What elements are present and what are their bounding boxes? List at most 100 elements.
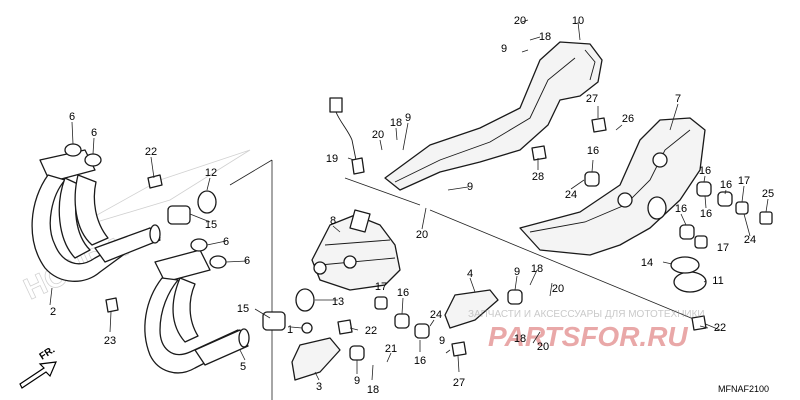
callout-number: 20 bbox=[552, 283, 564, 295]
rubber-16-b bbox=[696, 181, 712, 197]
callout-number: 9 bbox=[405, 112, 411, 124]
rubber-16-a bbox=[584, 171, 600, 187]
callout-number: 16 bbox=[397, 287, 409, 299]
callout-number: 6 bbox=[69, 111, 75, 123]
assembly-leader-line bbox=[429, 209, 721, 331]
band-11 bbox=[673, 271, 707, 293]
callout-number: 16 bbox=[700, 208, 712, 220]
callout-number: 7 bbox=[675, 93, 681, 105]
assembly-outline bbox=[229, 159, 421, 400]
callout-number: 18 bbox=[539, 31, 551, 43]
rubber-16-d bbox=[717, 191, 733, 207]
callout-number: 20 bbox=[514, 15, 526, 27]
collar-15-upper bbox=[167, 205, 191, 225]
callout-number: 24 bbox=[430, 309, 442, 321]
callout-number: 22 bbox=[714, 322, 726, 334]
watermark-logo: PARTSFOR.RU bbox=[488, 321, 688, 352]
band-14 bbox=[670, 256, 700, 274]
watermark: ЗАПЧАСТИ И АКСЕССУАРЫ ДЛЯ МОТОТЕХНИКИ PA… bbox=[468, 309, 705, 352]
callout-number: 17 bbox=[738, 175, 750, 187]
bolt-22-top bbox=[147, 174, 163, 189]
exhaust-pipe-5 bbox=[144, 249, 250, 374]
gasket-6-d bbox=[209, 255, 227, 269]
bolt-27-top bbox=[591, 117, 607, 133]
callout-number: 17 bbox=[717, 242, 729, 254]
clamp-13 bbox=[295, 288, 315, 312]
callout-number: 4 bbox=[467, 268, 473, 280]
callout-number: 26 bbox=[622, 113, 634, 125]
callout-number: 27 bbox=[453, 377, 465, 389]
callout-number: 19 bbox=[326, 153, 338, 165]
front-direction-label: FR. bbox=[38, 344, 58, 362]
callout-number: 27 bbox=[586, 93, 598, 105]
callout-number: 24 bbox=[565, 189, 577, 201]
callout-number: 25 bbox=[762, 188, 774, 200]
callout-number: 16 bbox=[675, 203, 687, 215]
exhaust-pipe-2 bbox=[31, 149, 161, 282]
gasket-6-c bbox=[190, 238, 208, 252]
callout-number: 16 bbox=[414, 355, 426, 367]
front-direction-arrow-icon: FR. bbox=[19, 344, 58, 389]
callout-number: 22 bbox=[365, 325, 377, 337]
callout-number: 15 bbox=[237, 303, 249, 315]
callout-number: 18 bbox=[367, 384, 379, 396]
bolt-22-mid bbox=[337, 319, 353, 335]
callout-number: 22 bbox=[145, 146, 157, 158]
washer-1 bbox=[301, 322, 313, 334]
callout-number: 9 bbox=[501, 43, 507, 55]
callout-number: 9 bbox=[439, 335, 445, 347]
callout-number: 20 bbox=[416, 229, 428, 241]
callout-number: 13 bbox=[332, 296, 344, 308]
bracket-3 bbox=[291, 337, 341, 381]
callout-number: 5 bbox=[240, 361, 246, 373]
callout-number: 16 bbox=[587, 145, 599, 157]
callout-number: 10 bbox=[572, 15, 584, 27]
callout-number: 20 bbox=[372, 129, 384, 141]
callout-number: 9 bbox=[514, 266, 520, 278]
callout-number: 3 bbox=[316, 381, 322, 393]
rubber-16-lower-c bbox=[349, 345, 365, 361]
callout-number: 9 bbox=[467, 181, 473, 193]
callout-number: 16 bbox=[720, 179, 732, 191]
rubber-16-lower-b bbox=[414, 323, 430, 339]
callout-number: 17 bbox=[375, 281, 387, 293]
bolt-17-right bbox=[735, 201, 749, 215]
rubber-16-mid bbox=[507, 289, 523, 305]
bolt-17-mid bbox=[374, 296, 388, 310]
heat-shield-10 bbox=[384, 41, 603, 191]
exhaust-chamber-8 bbox=[311, 209, 401, 291]
bolt-23 bbox=[105, 297, 119, 313]
callout-number: 14 bbox=[641, 257, 653, 269]
callout-number: 18 bbox=[531, 263, 543, 275]
callout-number: 15 bbox=[205, 219, 217, 231]
callout-number: 11 bbox=[712, 275, 723, 287]
callout-number: 16 bbox=[699, 165, 711, 177]
callout-number: 9 bbox=[354, 375, 360, 387]
callout-number: 1 bbox=[287, 324, 293, 336]
bracket-4 bbox=[444, 289, 499, 329]
diagram-code: MFNAF2100 bbox=[718, 384, 769, 394]
callout-leaders bbox=[49, 19, 769, 381]
callout-number: 18 bbox=[514, 333, 526, 345]
callout-number: 23 bbox=[104, 335, 116, 347]
callout-number: 8 bbox=[330, 215, 336, 227]
callout-number: 6 bbox=[223, 236, 229, 248]
callout-number: 6 bbox=[244, 255, 250, 267]
clamp-12 bbox=[197, 190, 217, 214]
callout-number: 21 bbox=[385, 343, 397, 355]
bolt-28 bbox=[531, 145, 547, 161]
nut-25 bbox=[759, 211, 773, 225]
callout-number: 24 bbox=[744, 234, 756, 246]
callout-number: 28 bbox=[532, 171, 544, 183]
muffler-7 bbox=[519, 117, 706, 256]
wing-logo bbox=[69, 149, 251, 231]
callout-number: 18 bbox=[390, 117, 402, 129]
callout-number: 2 bbox=[50, 306, 56, 318]
gasket-6-b bbox=[84, 153, 102, 167]
gasket-6-a bbox=[64, 143, 82, 157]
callout-number: 12 bbox=[205, 167, 217, 179]
rubber-16-lower-a bbox=[394, 313, 410, 329]
bolt-17-lower bbox=[694, 235, 708, 249]
